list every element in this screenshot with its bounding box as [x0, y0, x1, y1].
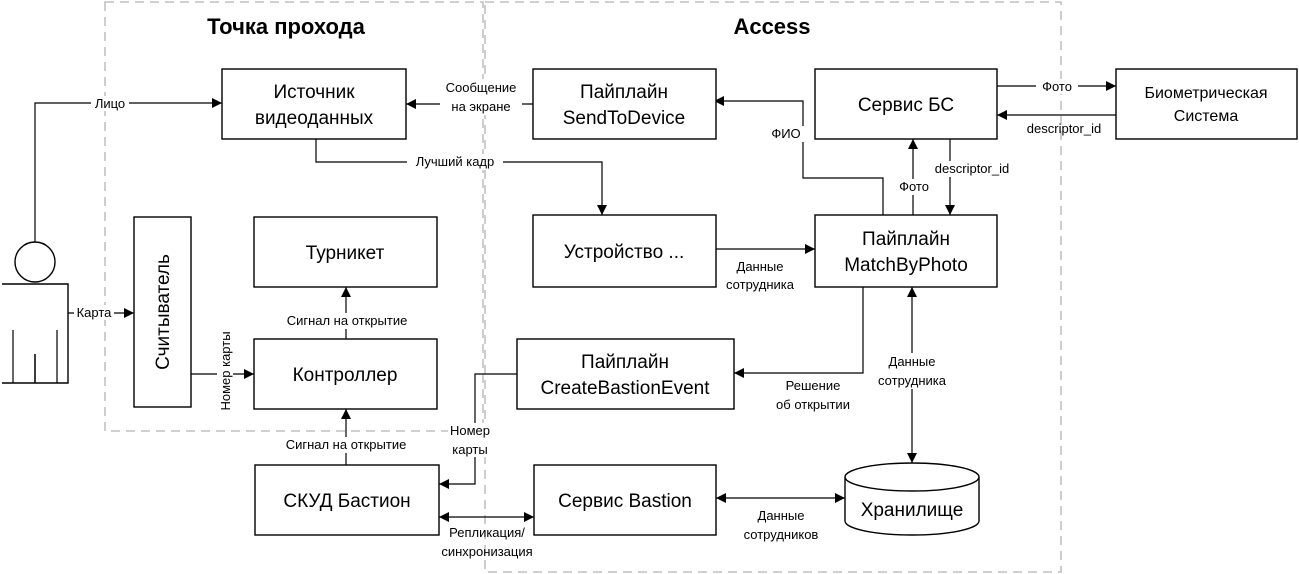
controller-label: Контроллер — [293, 365, 398, 386]
open-signal-top-label: Сигнал на открытие — [287, 313, 408, 328]
video-source-label-1: Источник — [273, 82, 355, 103]
pipeline-match-by-photo-box[interactable]: Пайплайн MatchByPhoto — [814, 214, 998, 288]
bs-service-label: Сервис БС — [858, 95, 954, 116]
skud-bastion-box[interactable]: СКУД Бастион — [254, 464, 440, 536]
card-number-vertical-label: Номер карты — [218, 331, 233, 410]
employee-data-storage-label-2: сотрудника — [878, 373, 947, 388]
fio-label: ФИО — [771, 126, 800, 141]
descriptor-down-label: descriptor_id — [935, 161, 1009, 176]
bs-service-box[interactable]: Сервис БС — [814, 68, 998, 140]
turnstile-box[interactable]: Турникет — [253, 216, 438, 288]
open-signal-bottom-label: Сигнал на открытие — [286, 437, 407, 452]
turnstile-label: Турникет — [306, 243, 385, 264]
device-box[interactable]: Устройство ... — [532, 214, 717, 288]
card-number-label-2: карты — [452, 442, 487, 457]
video-source-label-2: видеоданных — [255, 108, 374, 129]
skud-bastion-label: СКУД Бастион — [283, 491, 410, 512]
face-label: Лицо — [95, 96, 125, 111]
fio-arrow — [714, 96, 884, 215]
screen-message-label-1: Сообщение — [446, 80, 517, 95]
biometric-system-box[interactable]: Биометрическая Система — [1115, 68, 1298, 140]
employee-data-device-label-2: сотрудника — [726, 277, 795, 292]
device-label: Устройство ... — [564, 242, 685, 263]
photo-right-label: Фото — [1042, 79, 1072, 94]
biometric-system-label-2: Система — [1174, 108, 1239, 125]
replication-label-2: синхронизация — [441, 544, 532, 559]
video-source-box[interactable]: Источник видеоданных — [221, 68, 407, 140]
open-decision-label-1: Решение — [786, 378, 841, 393]
open-decision-arrow — [734, 287, 864, 378]
pipeline-send-label-1: Пайплайн — [580, 82, 668, 103]
pipeline-send-label-2: SendToDevice — [563, 108, 686, 129]
employee-data-storage-label-1: Данные — [889, 354, 936, 369]
access-zone — [484, 1, 1062, 573]
best-frame-arrow — [315, 139, 607, 215]
photo-up-label: Фото — [899, 179, 929, 194]
replication-label-1: Репликация/ — [449, 525, 525, 540]
pipeline-create-label-2: CreateBastionEvent — [541, 378, 711, 399]
pipeline-match-label-2: MatchByPhoto — [844, 255, 968, 276]
descriptor-left-label: descriptor_id — [1027, 121, 1101, 136]
entry-point-zone — [104, 1, 484, 432]
card-label: Карта — [77, 305, 113, 320]
employees-data-label-2: сотрудников — [744, 527, 819, 542]
controller-box[interactable]: Контроллер — [253, 338, 438, 410]
storage-cylinder[interactable]: Хранилище — [844, 462, 980, 536]
bastion-service-label: Сервис Bastion — [558, 491, 692, 512]
biometric-system-label-1: Биометрическая — [1144, 85, 1267, 102]
storage-label: Хранилище — [861, 500, 964, 521]
face-arrow — [34, 98, 222, 242]
employees-data-label-1: Данные — [758, 508, 805, 523]
reader-label: Считыватель — [153, 254, 174, 370]
bastion-service-box[interactable]: Сервис Bastion — [533, 464, 717, 536]
screen-message-label-2: на экране — [451, 99, 510, 114]
person-icon — [2, 241, 69, 384]
access-zone-title: Access — [733, 14, 810, 39]
pipeline-match-label-1: Пайплайн — [862, 229, 950, 250]
reader-box[interactable]: Считыватель — [133, 216, 192, 408]
open-decision-label-2: об открытии — [776, 397, 850, 412]
entry-point-zone-title: Точка прохода — [207, 14, 365, 39]
employee-data-device-label-1: Данные — [737, 259, 784, 274]
best-frame-label: Лучший кадр — [416, 154, 495, 169]
pipeline-create-bastion-event-box[interactable]: Пайплайн CreateBastionEvent — [516, 338, 735, 410]
pipeline-send-to-device-box[interactable]: Пайплайн SendToDevice — [532, 68, 717, 140]
card-number-label-1: Номер — [450, 423, 490, 438]
pipeline-create-label-1: Пайплайн — [581, 352, 669, 373]
